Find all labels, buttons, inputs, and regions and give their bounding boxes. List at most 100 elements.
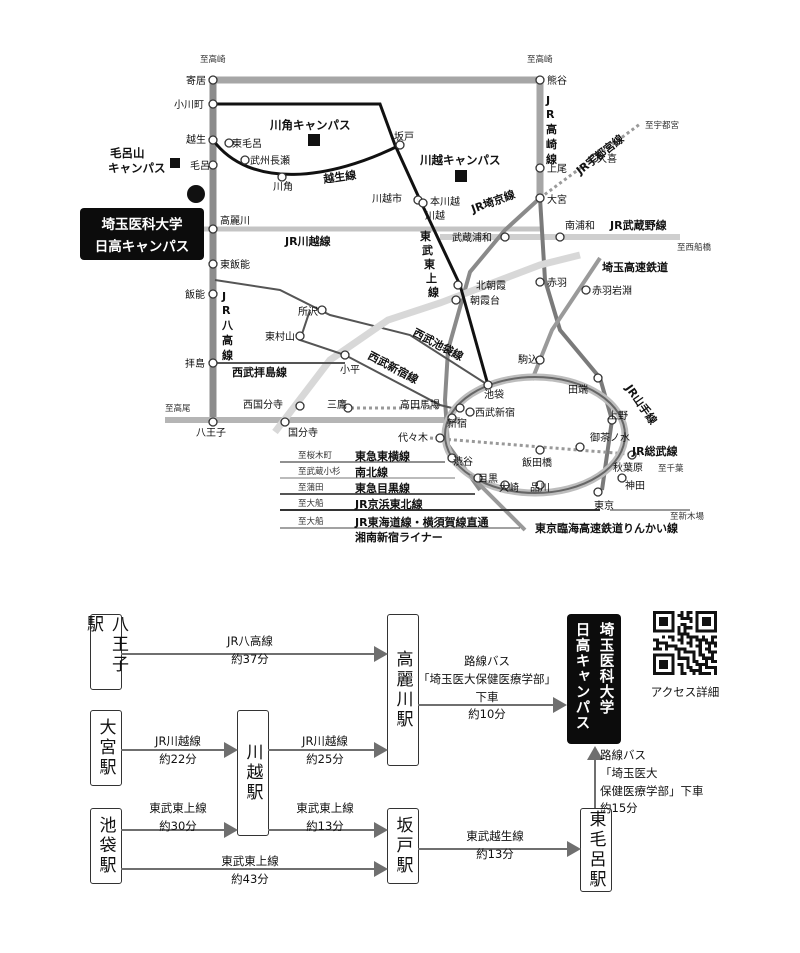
svg-text:至千葉: 至千葉 (658, 463, 684, 474)
arrow-ikebukuro-kawagoe (121, 829, 227, 831)
svg-text:赤羽: 赤羽 (547, 277, 567, 289)
station-dot (340, 350, 350, 360)
station-dot (593, 487, 603, 497)
station-dot (581, 285, 591, 295)
origin-ikebukuro-station: 池袋駅 (90, 808, 122, 884)
svg-text:駒込: 駒込 (518, 354, 538, 366)
svg-text:八王子: 八王子 (196, 427, 226, 439)
svg-text:JR東海道線・横須賀線直通: JR東海道線・横須賀線直通 (354, 515, 489, 529)
station-dot (535, 193, 545, 203)
station-dot (593, 373, 603, 383)
svg-text:小平: 小平 (340, 364, 360, 376)
svg-text:田端: 田端 (568, 383, 588, 396)
arrowhead-icon (374, 742, 388, 758)
svg-text:毛呂: 毛呂 (190, 160, 210, 172)
station-dot (483, 380, 493, 390)
campus-kawakado-label: 川角キャンパス (269, 118, 351, 132)
station-dot (208, 224, 218, 234)
arrow-ikebukuro-sakado (121, 868, 377, 870)
svg-text:崎: 崎 (546, 137, 557, 151)
svg-text:寄居: 寄居 (186, 74, 206, 87)
station-dot (473, 473, 483, 483)
svg-text:至西船橋: 至西船橋 (677, 242, 712, 253)
svg-text:西武新宿: 西武新宿 (475, 406, 515, 419)
svg-text:至宇都宮: 至宇都宮 (645, 120, 679, 131)
station-dot (208, 417, 218, 427)
line-seibu-ikebukuro (214, 279, 489, 386)
station-dot (500, 232, 510, 242)
origin-omiya-station: 大宮駅 (90, 710, 122, 786)
station-dot (395, 140, 405, 150)
label-bus-komagawa: 路線バス 「埼玉医大保健医療学部」 下車 約10分 (418, 654, 556, 722)
station-dot (535, 163, 545, 173)
svg-text:高: 高 (546, 122, 557, 136)
station-dot (607, 415, 617, 425)
svg-text:朝霞台: 朝霞台 (470, 294, 500, 307)
campus-moroyama-label-1: 毛呂山 (110, 146, 145, 160)
svg-text:西武拝島線: 西武拝島線 (232, 365, 287, 379)
svg-text:JR京浜東北線: JR京浜東北線 (354, 497, 423, 511)
line-tojo (213, 102, 490, 386)
svg-text:飯能: 飯能 (185, 288, 205, 301)
svg-text:武州長瀬: 武州長瀬 (250, 154, 290, 167)
svg-text:埼玉高速鉄道: 埼玉高速鉄道 (602, 260, 668, 274)
line-ogose (211, 139, 401, 176)
campus-hidaka-name: 埼玉医科大学 (102, 216, 183, 233)
svg-text:川角: 川角 (273, 181, 293, 193)
access-details-link[interactable]: アクセス詳細 (650, 685, 720, 699)
line-takasaki (213, 76, 544, 198)
arrow-omiya-kawagoe (121, 749, 227, 751)
svg-text:東: 東 (420, 229, 432, 243)
station-dot (208, 259, 218, 269)
arrowhead-icon (374, 861, 388, 877)
station-dot (627, 450, 637, 460)
station-dot (224, 138, 234, 148)
station-dot (451, 295, 461, 305)
station-dot (240, 155, 250, 165)
direction-labels: 至高崎 至高崎 至宇都宮 至西船橋 至高尾 至千葉 至新木場 至桜木町 至武蔵小… (165, 54, 712, 527)
svg-text:池袋: 池袋 (484, 388, 504, 401)
svg-text:小川町: 小川町 (174, 99, 204, 111)
arrowhead-icon (224, 742, 238, 758)
station-dot (208, 135, 218, 145)
svg-text:東毛呂: 東毛呂 (232, 137, 262, 150)
svg-text:拝島: 拝島 (185, 357, 205, 370)
svg-text:東急東横線: 東急東横線 (355, 449, 410, 463)
arrow-hachioji-komagawa (121, 653, 377, 655)
svg-text:上野: 上野 (608, 410, 628, 422)
arrowhead-icon (224, 822, 238, 838)
svg-text:川越市: 川越市 (372, 192, 402, 205)
railway-map: 埼玉医科大学 日高キャンパス 川角キャンパス 川越キャンパス 毛呂山 キャンパス… (80, 54, 712, 544)
label-bus-higashimoro: 路線バス 「埼玉医大 保健医療学部」下車 約15分 (600, 748, 704, 816)
station-dot (418, 198, 428, 208)
svg-text:目黒: 目黒 (478, 473, 498, 485)
destination-name-1: 埼玉医科大学 (597, 622, 614, 715)
svg-text:至大船: 至大船 (298, 498, 324, 509)
svg-text:JR宇都宮線: JR宇都宮線 (572, 131, 626, 177)
svg-text:上尾: 上尾 (547, 163, 567, 175)
station-dot (295, 401, 305, 411)
svg-text:北朝霞: 北朝霞 (476, 280, 506, 292)
bottom-line-rules (280, 461, 690, 529)
svg-text:三鷹: 三鷹 (327, 398, 347, 411)
svg-text:西武池袋線: 西武池袋線 (411, 325, 466, 363)
komagawa-station: 高麗川駅 (387, 614, 419, 766)
station-dot (208, 160, 218, 170)
svg-text:八: 八 (221, 319, 234, 332)
svg-text:東京臨海高速鉄道りんかい線: 東京臨海高速鉄道りんかい線 (535, 521, 678, 535)
campus-kawagoe-label: 川越キャンパス (419, 153, 501, 167)
station-dot (208, 289, 218, 299)
line-seibu-ikebukuro-pale (272, 251, 581, 435)
qr-code-icon[interactable] (653, 611, 717, 675)
svg-text:熊谷: 熊谷 (547, 74, 567, 87)
hidaka-campus-badge (80, 208, 204, 260)
svg-text:西国分寺: 西国分寺 (243, 399, 283, 411)
svg-text:東: 東 (424, 257, 436, 271)
svg-text:上: 上 (426, 271, 437, 285)
station-dot (535, 75, 545, 85)
station-dot (343, 403, 353, 413)
line-utsunomiya (539, 122, 641, 200)
station-dot (208, 75, 218, 85)
arrowhead-icon (374, 822, 388, 838)
label-ikebukuro-kawagoe: 東武東上線 約30分 (149, 801, 207, 833)
